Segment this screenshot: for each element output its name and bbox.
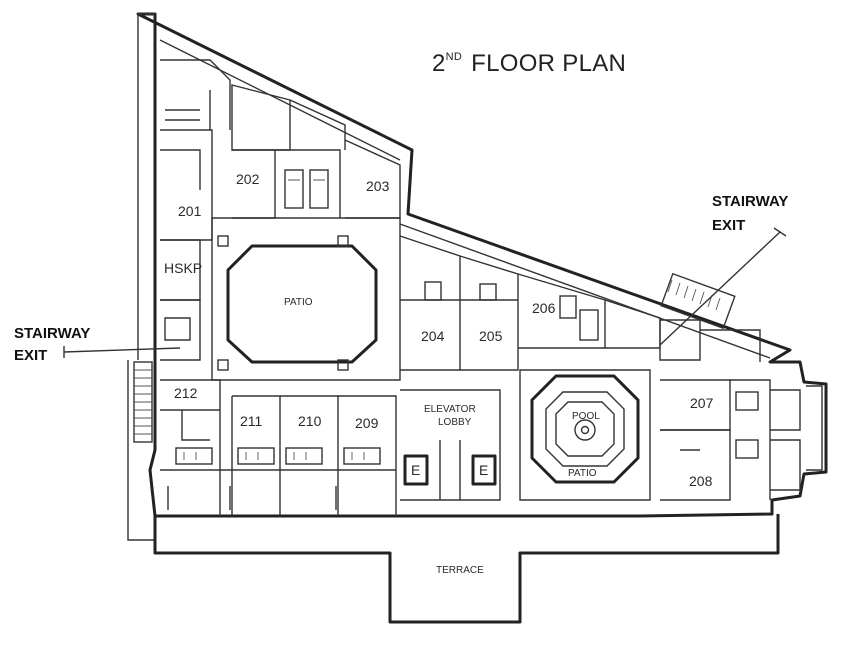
room-201-label: 201 (178, 203, 202, 219)
left-stairway-exit-label-line2: EXIT (14, 347, 47, 364)
title-text: FLOOR PLAN (464, 50, 627, 77)
patio-label: PATIO (284, 297, 313, 308)
right-exit-leader (659, 231, 781, 346)
left-stairway-exit-label-line1: STAIRWAY (14, 325, 90, 342)
pool-area (519, 369, 651, 501)
building-outline (136, 12, 828, 518)
elevator-2-label: E (479, 462, 488, 478)
room-211-label: 211 (240, 413, 263, 429)
right-stairway-exit-label-line1: STAIRWAY (712, 193, 788, 210)
elevator-1-label: E (411, 462, 420, 478)
elevator-shaft-1 (403, 454, 429, 486)
room-209-label: 209 (355, 415, 379, 431)
pool-fountain (574, 419, 596, 441)
room-203-label: 203 (366, 178, 390, 194)
room-202-label: 202 (236, 171, 260, 187)
pool-label: POOL (572, 411, 600, 422)
room-212-label: 212 (174, 385, 198, 401)
elevator-shaft-2 (471, 454, 497, 486)
pool-patio-label: PATIO (568, 468, 597, 479)
room-208-label: 208 (689, 473, 713, 489)
room-205-label: 205 (479, 328, 503, 344)
southeast-wing-walls (660, 379, 801, 501)
terrace-outline (153, 514, 780, 624)
hskp-label: HSKP (164, 260, 202, 276)
elevator-lobby-label-line2: LOBBY (438, 417, 472, 428)
pool-deck-octagon (530, 374, 640, 484)
terrace-label: TERRACE (436, 565, 484, 576)
east-wing-walls (399, 235, 661, 371)
room-207-label: 207 (690, 395, 714, 411)
elevator-lobby-label-line1: ELEVATOR (424, 404, 476, 415)
right-stairway-exit-label-line2: EXIT (712, 217, 745, 234)
left-exterior-stair (127, 360, 154, 541)
floor-plan-title: 2ND FLOOR PLAN (432, 50, 626, 78)
south-wing-walls (160, 379, 397, 516)
central-court-walls (211, 217, 401, 381)
title-ordinal-suffix: ND (445, 51, 463, 63)
north-wing-walls (231, 84, 401, 219)
room-206-label: 206 (532, 300, 556, 316)
room-204-label: 204 (421, 328, 445, 344)
left-exit-leader (63, 347, 181, 353)
west-wing-walls (160, 59, 231, 361)
elevator-lobby-walls (400, 389, 501, 501)
room-210-label: 210 (298, 413, 322, 429)
title-floor-number: 2 (432, 50, 446, 77)
patio-courtyard (226, 244, 378, 364)
